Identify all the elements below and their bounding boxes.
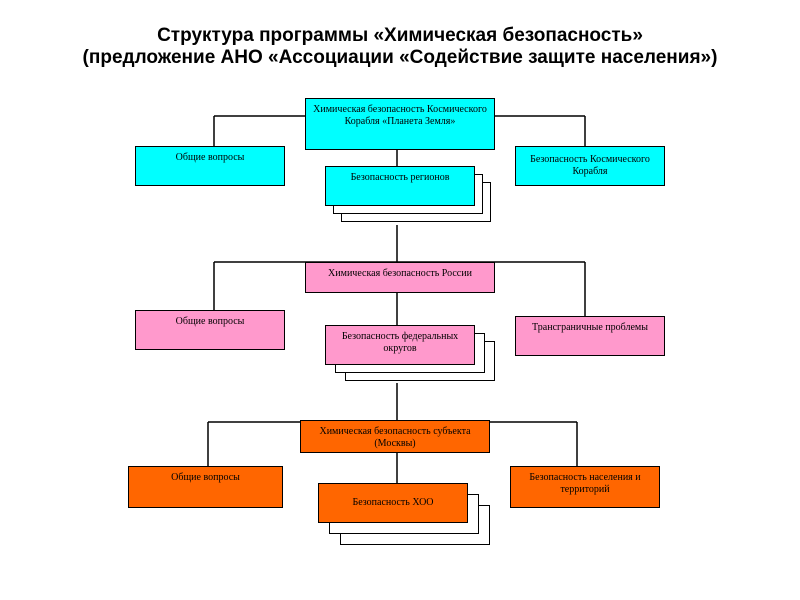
node-federal-districts-safety: Безопасность федеральных округов [325, 325, 475, 365]
node-label: Общие вопросы [175, 152, 245, 163]
node-label: Трансграничные проблемы [532, 322, 648, 333]
node-russia-safety: Химическая безопасность России [305, 262, 495, 293]
node-transboundary-problems: Трансграничные проблемы [515, 316, 665, 356]
node-label: Химическая безопасность России [328, 268, 472, 279]
node-label: Общие вопросы [171, 472, 240, 483]
node-planet-earth-safety: Химическая безопасность Космического Кор… [305, 98, 495, 150]
node-label: Общие вопросы [175, 316, 245, 327]
node-general-questions-2: Общие вопросы [135, 310, 285, 350]
node-label: Безопасность ХОО [352, 497, 434, 508]
node-label: Безопасность населения и территорий [529, 472, 641, 495]
node-general-questions-1: Общие вопросы [135, 146, 285, 186]
node-label: Химическая безопасность субъекта (Москвы… [319, 426, 471, 449]
diagram-title-line1: Структура программы «Химическая безопасн… [157, 25, 643, 46]
node-label: Безопасность федеральных округов [341, 331, 459, 354]
node-hazardous-facilities-safety: Безопасность ХОО [318, 483, 468, 523]
node-spaceship-safety: Безопасность Космического Корабля [515, 146, 665, 186]
node-regions-safety: Безопасность регионов [325, 166, 475, 206]
diagram-title-line2: (предложение АНО «Ассоциации «Содействие… [82, 47, 718, 68]
node-population-territory-safety: Безопасность населения и территорий [510, 466, 660, 508]
node-label: Безопасность регионов [350, 172, 450, 183]
node-moscow-safety: Химическая безопасность субъекта (Москвы… [300, 420, 490, 453]
node-general-questions-3: Общие вопросы [128, 466, 283, 508]
node-label: Химическая безопасность Космического Кор… [313, 104, 487, 127]
node-label: Безопасность Космического Корабля [530, 154, 650, 177]
